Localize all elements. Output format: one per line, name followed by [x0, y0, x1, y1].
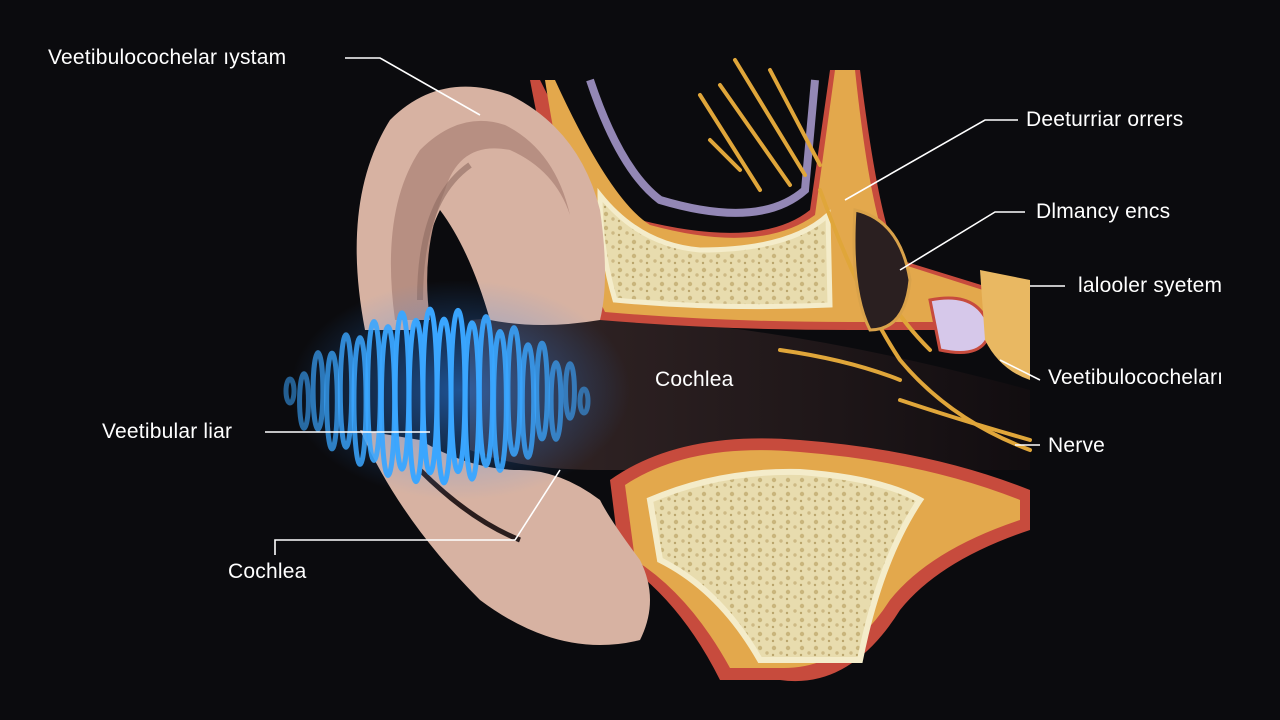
sound-wave-ring	[519, 342, 537, 460]
inner-ear-structures	[852, 208, 1030, 380]
sound-wave-ring	[534, 340, 550, 442]
sound-wave-ring	[577, 386, 591, 416]
label-destunar-orters: Deeturriar orrers	[1026, 108, 1184, 131]
leader-lines	[265, 57, 1065, 555]
upper-bone-layers	[530, 70, 1030, 330]
label-cochlea-bottom: Cochlea	[228, 560, 307, 583]
label-vestibulocochlear-right: Veetibulococheları	[1048, 366, 1224, 389]
sound-wave-ring	[283, 376, 297, 406]
label-cochlea-center: Cochlea	[655, 368, 734, 391]
sound-waves	[283, 280, 630, 500]
label-dimancy-encs: Dlmancy encs	[1036, 200, 1171, 223]
leader-line-destunar-orters	[844, 119, 1018, 201]
lower-bone-layers	[610, 438, 1030, 682]
label-lololer-system: lalooler syetem	[1078, 274, 1223, 297]
sound-wave-ring	[563, 361, 577, 421]
leader-line-vestibulocochlear-right	[999, 359, 1041, 381]
sound-wave-ring	[324, 350, 340, 452]
leader-line-dimancy-encs	[899, 211, 1025, 271]
label-vestibulocochlear-system-top: Veetibulocochelar ıystam	[48, 46, 287, 69]
sound-wave-ring	[310, 350, 326, 432]
leader-line-vestibulocochlear-top	[345, 57, 481, 116]
label-nerve: Nerve	[1048, 434, 1106, 457]
leader-line-cochlea-bottom	[274, 469, 561, 555]
sound-wave-ring	[297, 371, 311, 431]
label-vestibular-liar: Veetibular liar	[102, 420, 233, 443]
sound-wave-ring	[548, 360, 564, 442]
